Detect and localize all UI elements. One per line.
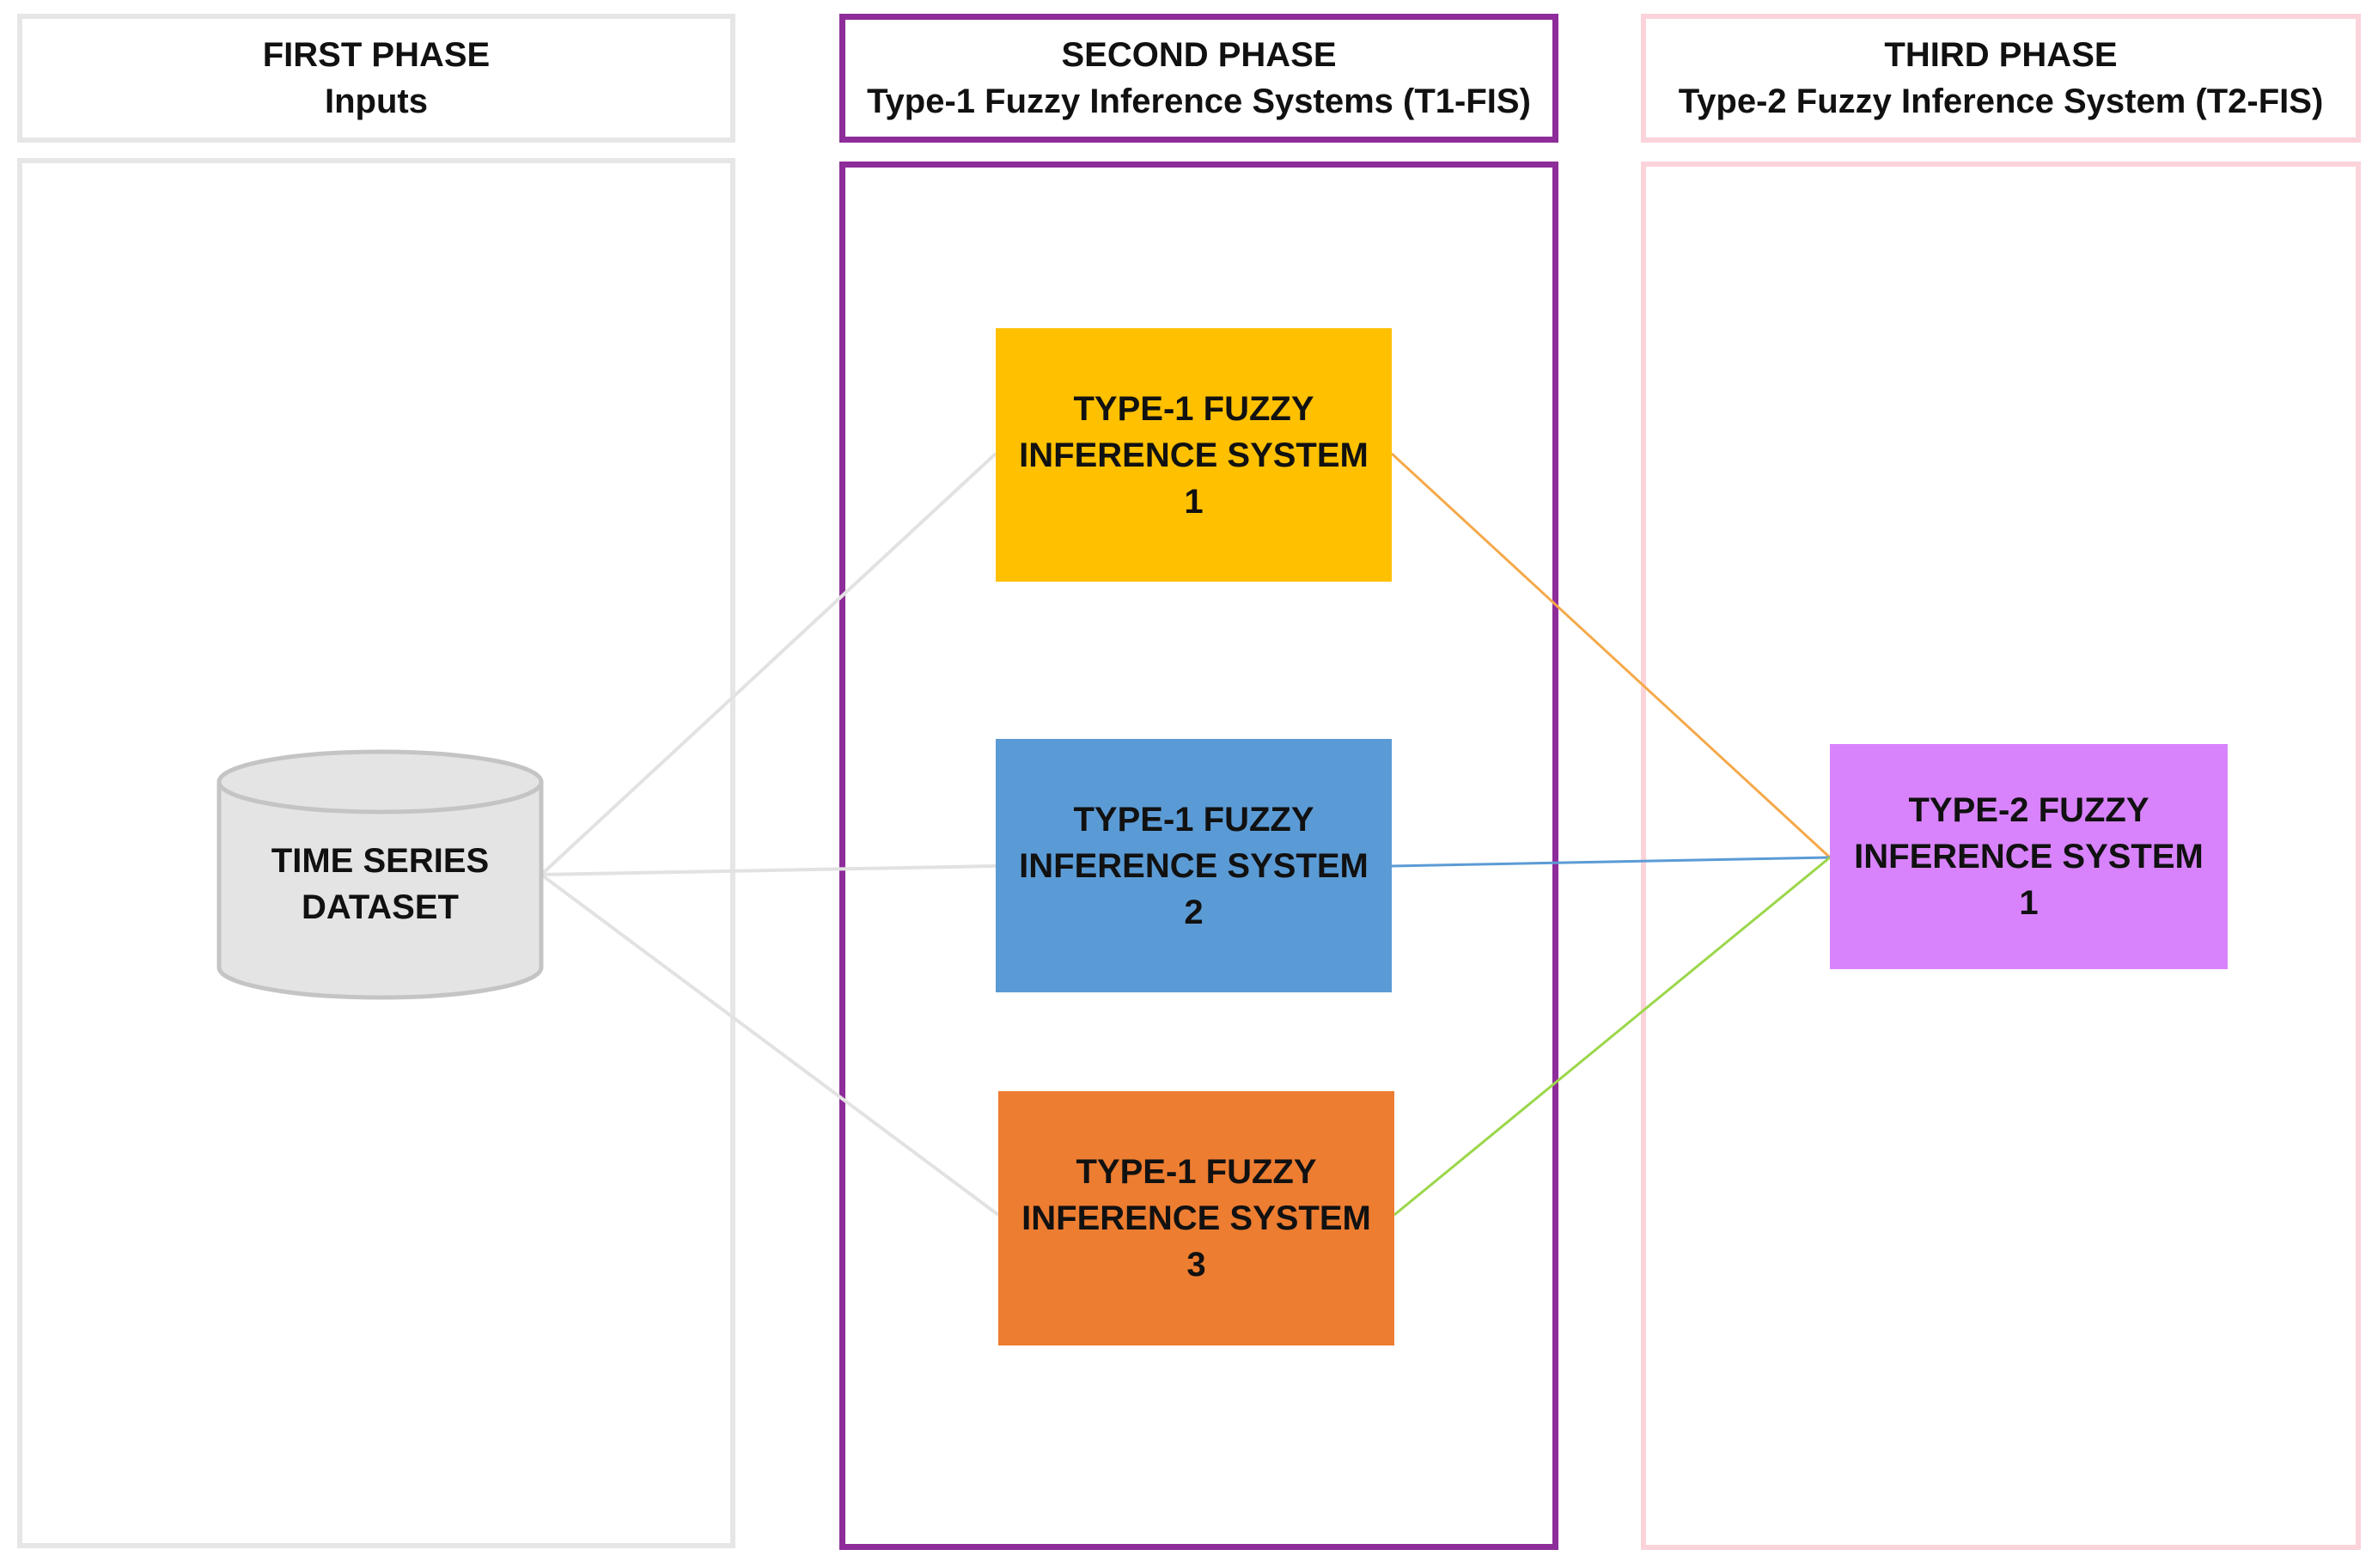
node-label-line1: TYPE-1 FUZZY (1073, 389, 1314, 428)
dataset-cylinder (216, 749, 544, 1000)
phase-header-first: FIRST PHASE Inputs (17, 14, 735, 143)
phase-panel-third (1641, 162, 2361, 1550)
phase-subtitle: Type-2 Fuzzy Inference System (T2-FIS) (1678, 82, 2324, 120)
node-label-line1: TYPE-2 FUZZY (1908, 791, 2149, 829)
node-label-line2: INFERENCE SYSTEM (1021, 1199, 1371, 1237)
phase-panel-first (17, 158, 735, 1548)
phase-title: SECOND PHASE (1061, 36, 1337, 74)
node-label-line2: INFERENCE SYSTEM (1019, 436, 1369, 474)
input-connectors (540, 452, 1000, 1217)
t1-fis-node-1: TYPE-1 FUZZY INFERENCE SYSTEM 1 (996, 328, 1392, 582)
node-label-line2: INFERENCE SYSTEM (1019, 846, 1369, 885)
connector-dataset-to-t1-1 (540, 452, 997, 876)
output-connectors (1390, 452, 1832, 1217)
cylinder-top (216, 749, 544, 815)
node-label-line1: TYPE-1 FUZZY (1073, 800, 1314, 839)
phase-header-second: SECOND PHASE Type-1 Fuzzy Inference Syst… (839, 14, 1558, 143)
phase-subtitle: Inputs (325, 82, 428, 120)
t1-fis-node-3: TYPE-1 FUZZY INFERENCE SYSTEM 3 (998, 1091, 1394, 1345)
node-number: 1 (2019, 884, 2039, 922)
connector-dataset-to-t1-2 (540, 864, 997, 876)
connector-t1-1-to-t2 (1390, 452, 1832, 859)
connector-t1-2-to-t2 (1391, 856, 1831, 868)
t2-fis-node: TYPE-2 FUZZY INFERENCE SYSTEM 1 (1830, 744, 2228, 969)
phase-panel-second (839, 162, 1558, 1550)
node-label-line2: INFERENCE SYSTEM (1854, 838, 2204, 876)
cylinder-body (216, 779, 544, 1000)
dataset-label-line2: DATASET (302, 888, 459, 926)
dataset-label-line1: TIME SERIES (271, 842, 490, 880)
dataset-label: TIME SERIES DATASET (219, 838, 541, 930)
connector-dataset-to-t1-3 (540, 873, 1000, 1217)
node-label-line1: TYPE-1 FUZZY (1076, 1153, 1317, 1191)
t1-fis-node-2: TYPE-1 FUZZY INFERENCE SYSTEM 2 (996, 739, 1392, 992)
node-number: 2 (1184, 893, 1204, 931)
node-number: 3 (1186, 1246, 1206, 1284)
phase-header-third: THIRD PHASE Type-2 Fuzzy Inference Syste… (1641, 14, 2361, 143)
phase-title: THIRD PHASE (1884, 36, 2118, 74)
phase-subtitle: Type-1 Fuzzy Inference Systems (T1-FIS) (867, 82, 1531, 120)
connector-t1-3-to-t2 (1393, 856, 1831, 1217)
node-number: 1 (1184, 482, 1204, 521)
phase-title: FIRST PHASE (262, 36, 491, 74)
